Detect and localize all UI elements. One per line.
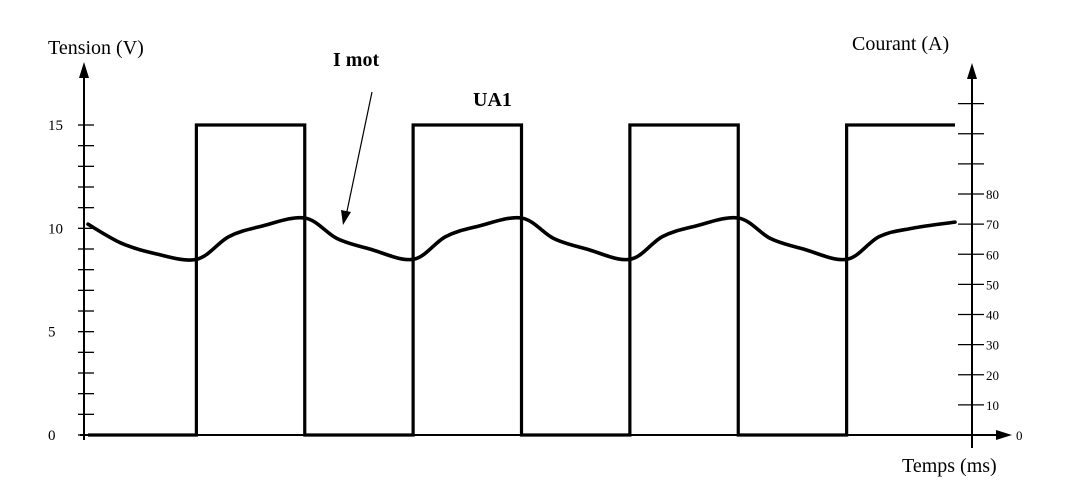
right-tick-labels: 0 10 20 30 40 50 60 70 80 <box>986 187 1023 443</box>
right-tick-label: 10 <box>986 398 999 413</box>
left-minor-ticks <box>78 124 94 436</box>
x-axis-title: Temps (ms) <box>902 455 997 477</box>
imot-pointer-arrow <box>341 91 373 225</box>
right-tick-label: 70 <box>986 217 999 232</box>
right-y-axis-arrow <box>967 63 977 79</box>
right-tick-label: 30 <box>986 338 999 353</box>
imot-series-label: I mot <box>333 49 379 71</box>
left-tick-label: 0 <box>48 428 56 444</box>
axes <box>79 62 1012 448</box>
series <box>86 123 957 437</box>
right-tick-label: 0 <box>1016 428 1023 443</box>
left-axis-title: Tension (V) <box>48 37 144 59</box>
left-tick-label: 15 <box>48 118 63 134</box>
imot-current-line <box>86 215 957 262</box>
right-minor-ticks <box>958 102 984 436</box>
left-y-axis-arrow <box>79 62 89 78</box>
ua1-square-wave-line <box>88 123 955 437</box>
left-tick-label: 5 <box>48 325 56 341</box>
right-tick-label: 40 <box>986 308 999 323</box>
left-tick-labels: 0 5 10 15 <box>48 118 63 444</box>
ua1-series-label: UA1 <box>473 89 512 111</box>
right-tick-label: 50 <box>986 277 999 292</box>
right-axis-title: Courant (A) <box>852 33 949 55</box>
x-axis-arrow <box>996 430 1012 440</box>
left-tick-label: 10 <box>48 221 63 237</box>
right-tick-label: 60 <box>986 247 999 262</box>
right-tick-label: 20 <box>986 368 999 383</box>
right-tick-label: 80 <box>986 187 999 202</box>
